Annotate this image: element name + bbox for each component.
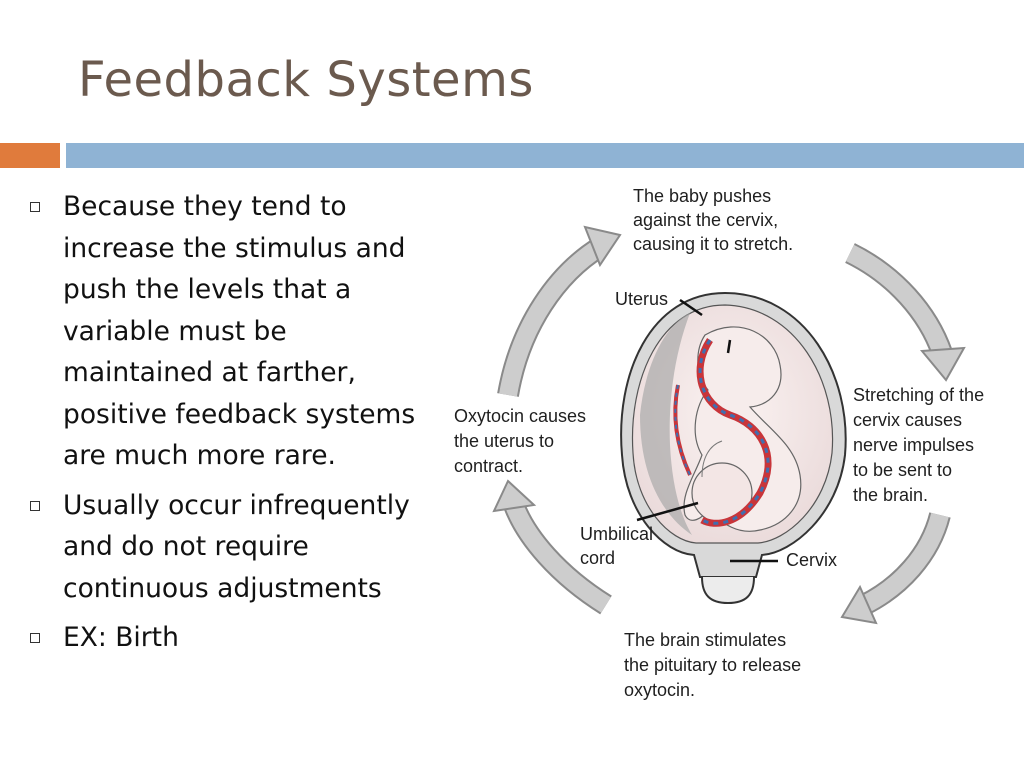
- square-bullet-icon: [30, 500, 40, 511]
- step-baby-pushes: The baby pushes against the cervix, caus…: [633, 186, 793, 254]
- uterus-illustration: [620, 291, 847, 605]
- positive-feedback-diagram: The baby pushes against the cervix, caus…: [454, 186, 989, 700]
- bullet-item: Usually occur infrequently and do not re…: [28, 485, 438, 610]
- label-cervix: Cervix: [786, 550, 837, 570]
- slide-title: Feedback Systems: [78, 52, 534, 108]
- cycle-arrow-bottom-left: [492, 479, 612, 615]
- square-bullet-icon: [30, 202, 40, 212]
- label-uterus: Uterus: [615, 289, 668, 309]
- uterus-pointer-line: [679, 298, 703, 317]
- bullet-text: Because they tend to increase the stimul…: [63, 191, 416, 471]
- fetus-pointer-line: [726, 339, 732, 354]
- bullet-text: EX: Birth: [63, 622, 179, 653]
- step-brain-stimulates: The brain stimulates the pituitary to re…: [624, 630, 806, 700]
- cycle-arrow-top-right: [844, 243, 966, 382]
- label-umbilical-cord: Umbilical cord: [580, 524, 658, 568]
- step-stretching-cervix: Stretching of the cervix causes nerve im…: [853, 385, 989, 505]
- accent-bar-orange: [0, 143, 60, 168]
- bullet-list: Because they tend to increase the stimul…: [28, 186, 438, 667]
- step-oxytocin-contracts: Oxytocin causes the uterus to contract.: [454, 406, 591, 476]
- cord-pointer-line: [636, 501, 699, 522]
- cycle-arrow-bottom-right: [840, 511, 951, 625]
- cycle-arrow-top-left: [497, 225, 622, 397]
- accent-bar-blue: [66, 143, 1024, 168]
- bullet-item: EX: Birth: [28, 617, 438, 659]
- square-bullet-icon: [30, 633, 40, 643]
- bullet-item: Because they tend to increase the stimul…: [28, 186, 438, 477]
- bullet-text: Usually occur infrequently and do not re…: [63, 489, 410, 604]
